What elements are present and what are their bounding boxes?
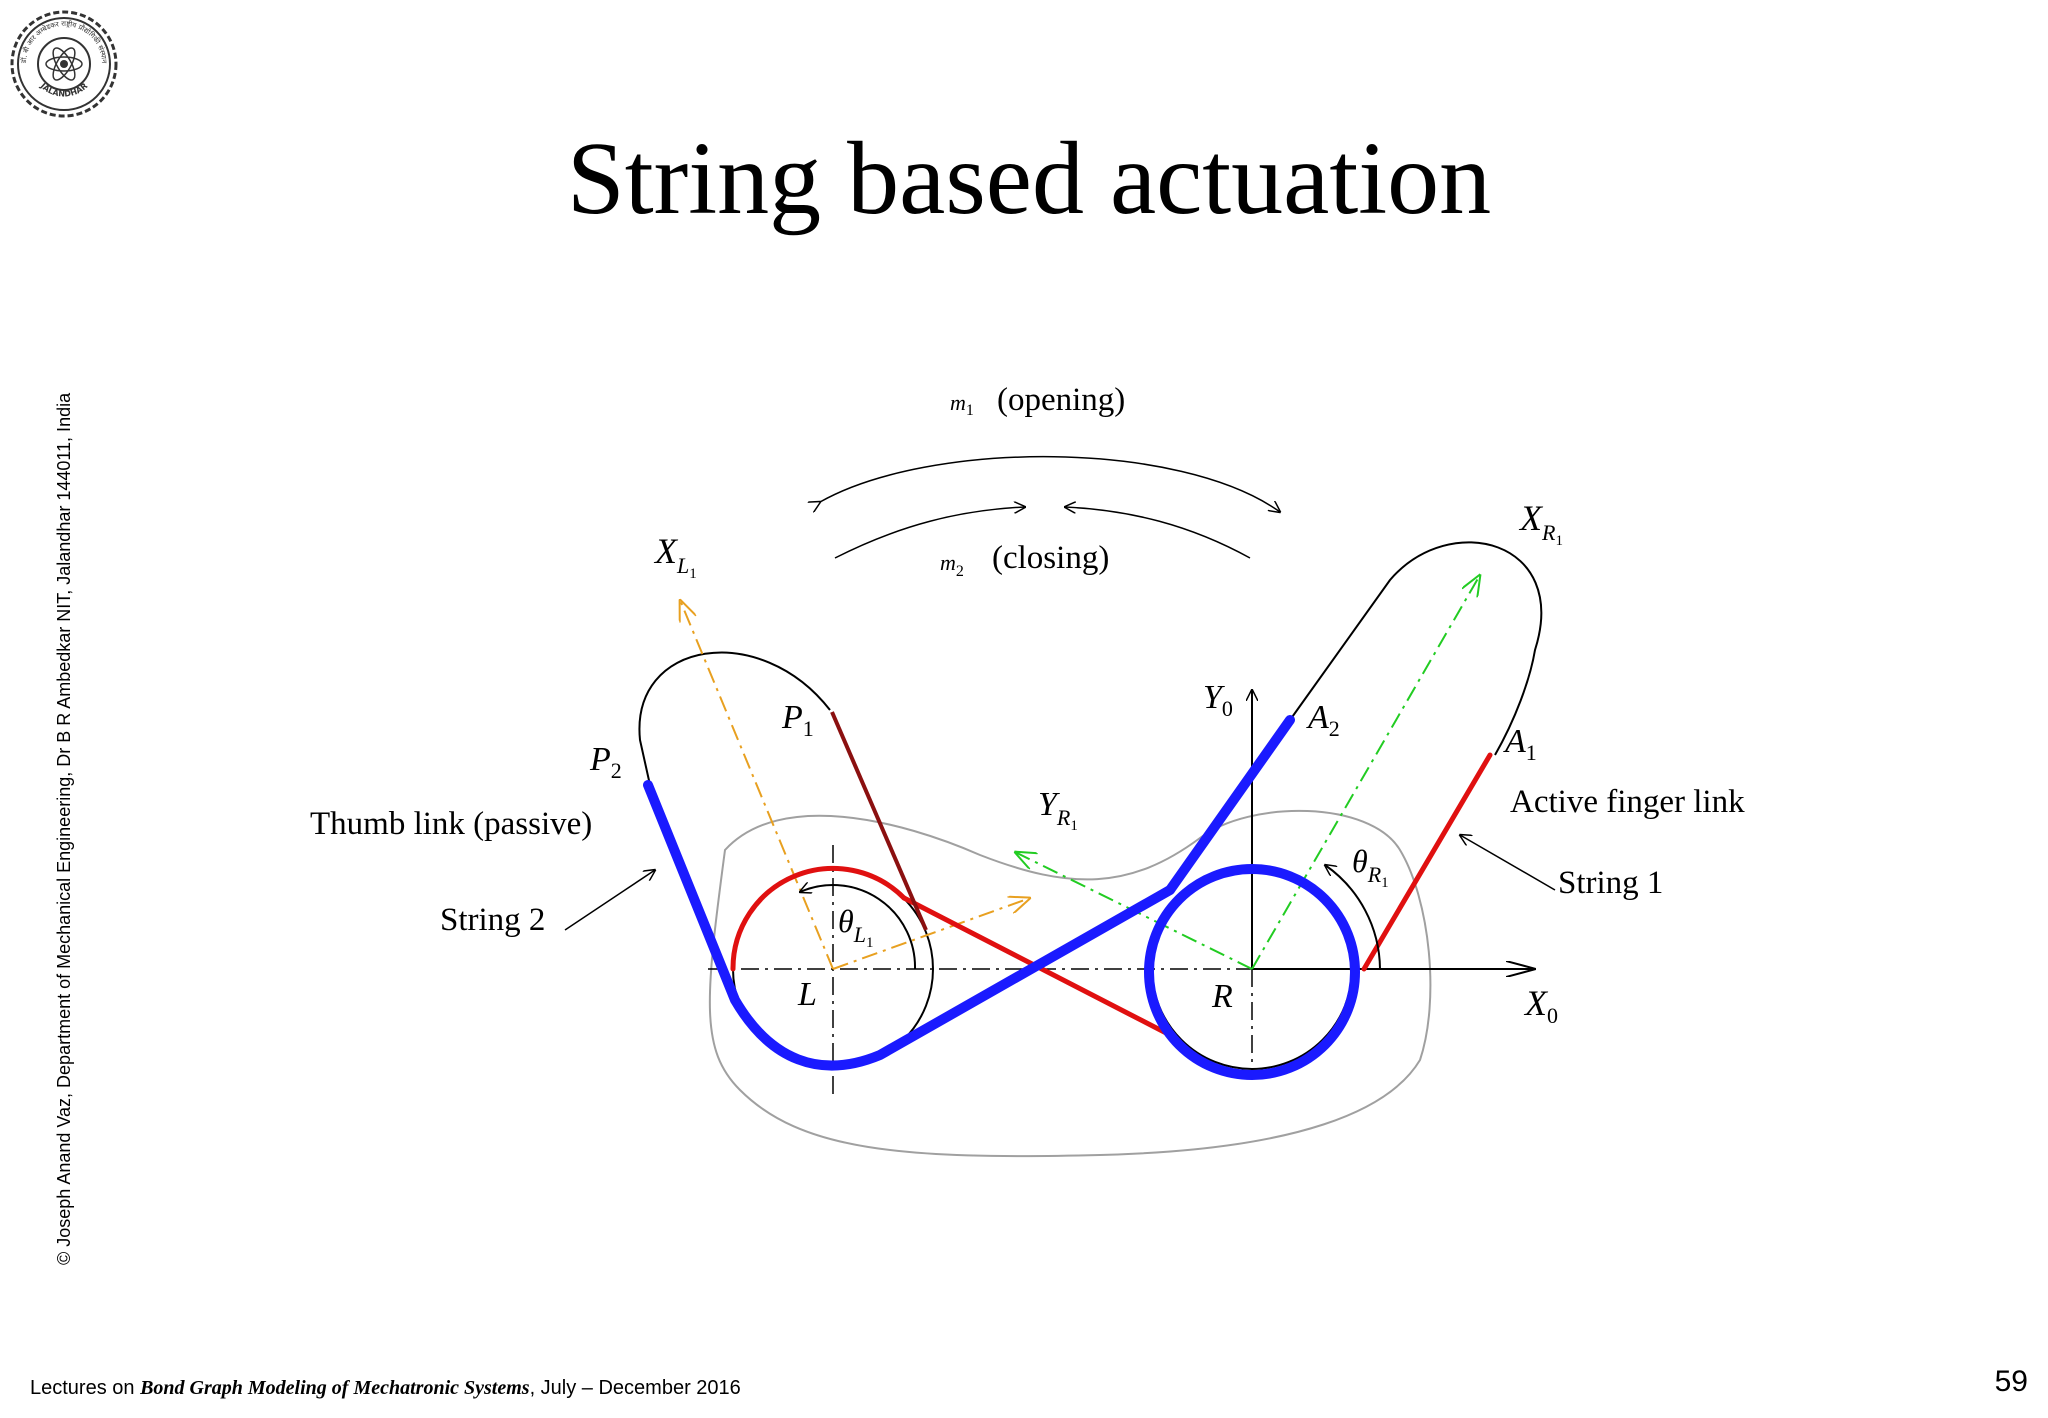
yr1-label: YR1 (1038, 786, 1078, 834)
institute-logo: डॉ. बी आर अम्बेडकर राष्ट्रीय प्रौद्योगिक… (10, 10, 118, 118)
thumb-link-label: Thumb link (passive) (310, 806, 592, 842)
xl1-label: XL1 (653, 531, 697, 582)
m2-arc-left (834, 507, 1025, 559)
palm-outline (708, 809, 1432, 1158)
thumb-link-outline (638, 651, 831, 786)
footer-course: Bond Graph Modeling of Mechatronic Syste… (140, 1377, 530, 1399)
string1-left-wrap (730, 865, 907, 972)
l-center-label: L (797, 976, 817, 1013)
footer-text: Lectures on Bond Graph Modeling of Mecha… (30, 1377, 741, 1400)
slide-title: String based actuation (566, 121, 1492, 236)
m1-arc (820, 455, 1280, 512)
string1-leader (1460, 835, 1556, 891)
string1-label: String 1 (1558, 865, 1663, 901)
p2-label: P2 (589, 741, 622, 783)
footer-suffix: , July – December 2016 (529, 1377, 741, 1399)
m2-arc-right (1065, 507, 1251, 559)
xr1-axis (1251, 575, 1480, 970)
xl1-axis (680, 600, 834, 970)
page-number: 59 (1994, 1365, 2028, 1398)
string2-leader (564, 870, 655, 931)
string2-left (643, 780, 1175, 1071)
a1-label: A1 (1503, 723, 1537, 765)
finger-link-outline (1289, 541, 1543, 756)
y0-label: Y0 (1203, 679, 1233, 721)
footer-prefix: Lectures on (30, 1377, 141, 1399)
yl1-axis (832, 898, 1030, 970)
m1-label: m1 (950, 390, 974, 419)
theta-l1-label: θL1 (838, 903, 873, 951)
a2-label: A2 (1306, 699, 1340, 741)
x0-label: X0 (1523, 983, 1558, 1028)
string2-right (1165, 715, 1295, 895)
theta-r1-label: θR1 (1352, 843, 1389, 891)
theta-r1-arc (1325, 865, 1381, 970)
theta-l1-arc (800, 885, 917, 970)
active-finger-label: Active finger link (1510, 784, 1745, 820)
string2-label: String 2 (440, 902, 545, 938)
xr1-label: XR1 (1518, 498, 1563, 549)
string1-right (1361, 752, 1493, 972)
r-center-label: R (1211, 978, 1233, 1015)
string2-right-loop (1144, 864, 1360, 1080)
closing-label: (closing) (992, 540, 1109, 576)
string1-p1-segment (830, 711, 928, 931)
p1-label: P1 (781, 699, 814, 741)
opening-label: (opening) (997, 382, 1125, 418)
m2-label: m2 (940, 550, 964, 580)
